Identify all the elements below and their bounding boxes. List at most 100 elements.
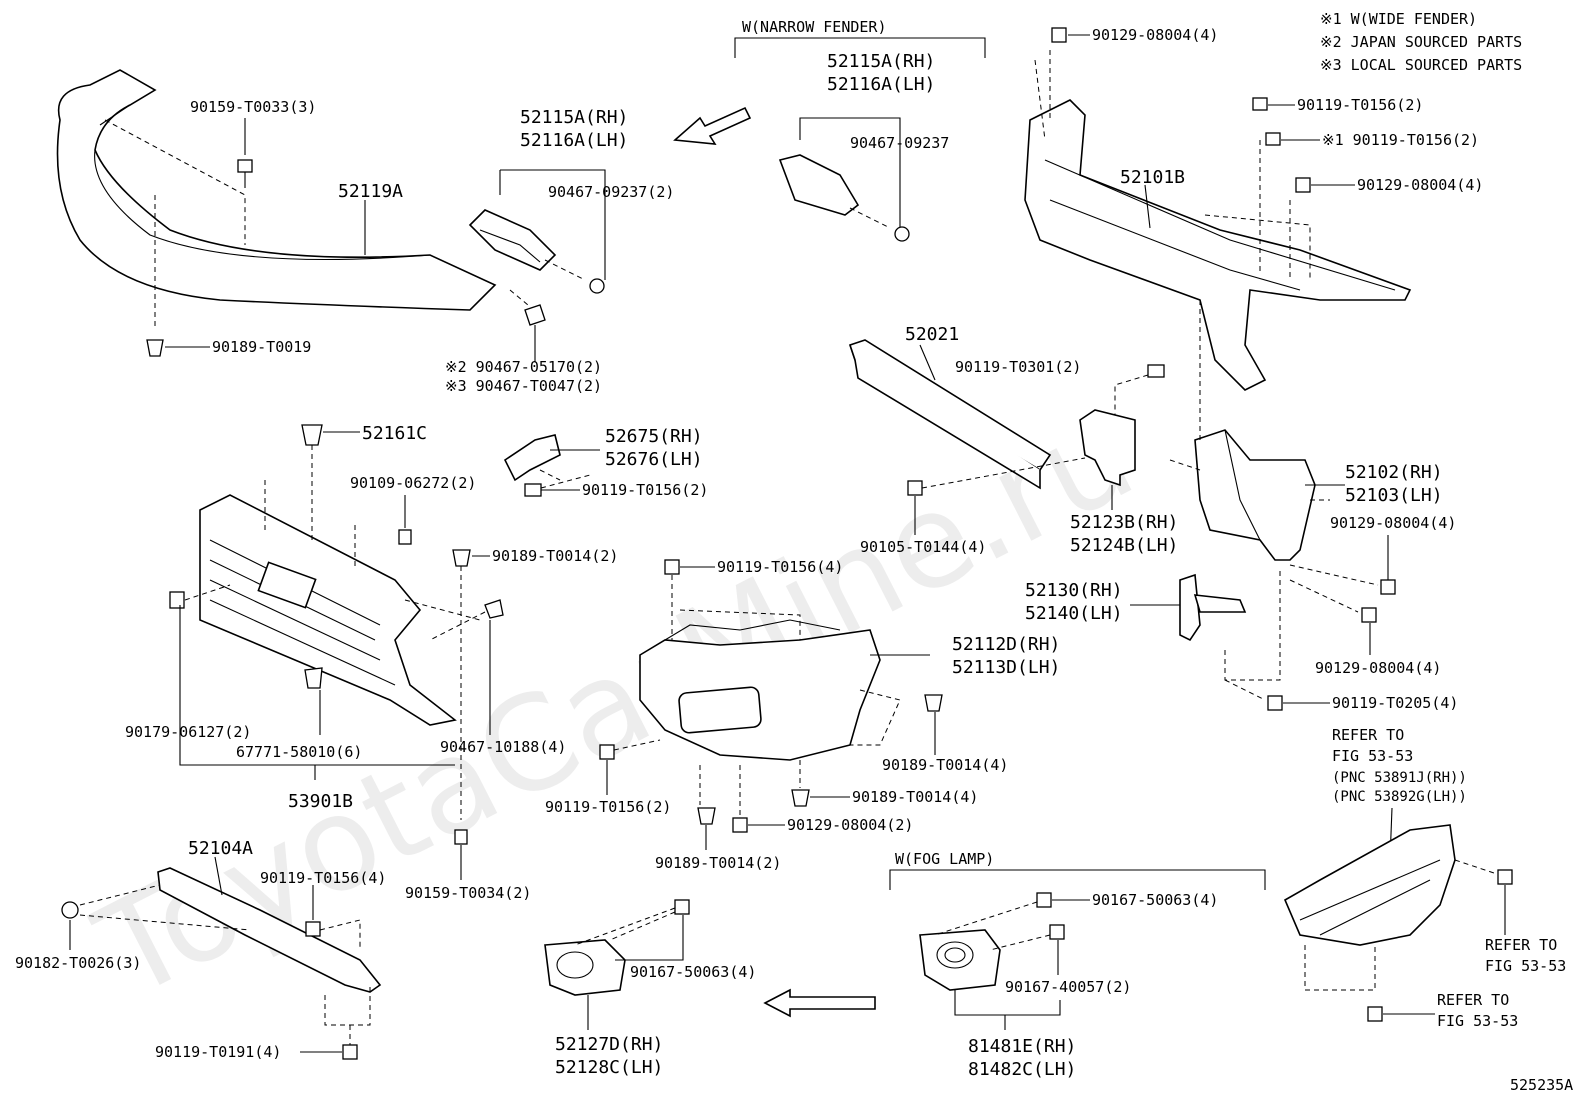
refer-a-pnc-rh[interactable]: (PNC 53891J(RH)) <box>1332 770 1467 786</box>
label-90119-t0301[interactable]: 90119-T0301(2) <box>955 358 1081 376</box>
label-90109-06272[interactable]: 90109-06272(2) <box>350 474 476 492</box>
label-81481e[interactable]: 81481E(RH) <box>968 1036 1076 1057</box>
label-90129-08004-b[interactable]: 90129-08004(4) <box>1357 176 1483 194</box>
label-52101b[interactable]: 52101B <box>1120 167 1185 188</box>
bolt-90119-t0156-e-icon <box>599 744 615 760</box>
label-90189-t0014-a[interactable]: 90189-T0014(2) <box>492 547 618 565</box>
bolt-90159-t0034-icon <box>454 829 468 845</box>
arrow-left-icon <box>673 106 752 145</box>
refer-a-line1[interactable]: REFER TO <box>1332 726 1404 744</box>
label-52112d[interactable]: 52112D(RH) <box>952 634 1060 655</box>
label-52130[interactable]: 52130(RH) <box>1025 580 1123 601</box>
label-52115a-right[interactable]: 52115A(RH) <box>827 51 935 72</box>
label-90119-t0205[interactable]: 90119-T0205(4) <box>1332 694 1458 712</box>
label-90119-t0156-f[interactable]: 90119-T0156(4) <box>260 869 386 887</box>
nut-90179-06127-icon <box>169 591 185 609</box>
label-90467-t0047[interactable]: ※3 90467-T0047(2) <box>445 377 602 395</box>
label-90119-t0156-c[interactable]: 90119-T0156(2) <box>582 481 708 499</box>
group-narrow-fender: W(NARROW FENDER) <box>742 18 887 36</box>
label-52116a-right[interactable]: 52116A(LH) <box>827 74 935 95</box>
label-52128c[interactable]: 52128C(LH) <box>555 1057 663 1078</box>
label-52119a[interactable]: 52119A <box>338 181 403 202</box>
label-90129-08004-top[interactable]: 90129-08004(4) <box>1092 26 1218 44</box>
label-90159-t0034[interactable]: 90159-T0034(2) <box>405 884 531 902</box>
label-53901b[interactable]: 53901B <box>288 791 353 812</box>
label-52161c[interactable]: 52161C <box>362 423 427 444</box>
label-52127d[interactable]: 52127D(RH) <box>555 1034 663 1055</box>
label-90119-t0156-e[interactable]: 90119-T0156(2) <box>545 798 671 816</box>
label-90129-08004-e[interactable]: 90129-08004(2) <box>787 816 913 834</box>
label-52140[interactable]: 52140(LH) <box>1025 603 1123 624</box>
bolt-90167-50063-b-icon <box>1036 892 1052 908</box>
label-90167-50063-b[interactable]: 90167-50063(4) <box>1092 891 1218 909</box>
label-90467-05170[interactable]: ※2 90467-05170(2) <box>445 358 602 376</box>
label-90167-50063-a[interactable]: 90167-50063(4) <box>630 963 756 981</box>
label-52104a[interactable]: 52104A <box>188 838 253 859</box>
label-90119-t0156-d[interactable]: 90119-T0156(4) <box>717 558 843 576</box>
label-67771-58010[interactable]: 67771-58010(6) <box>236 743 362 761</box>
label-90119-t0156-a[interactable]: 90119-T0156(2) <box>1297 96 1423 114</box>
bolt-90119-t0301-icon <box>1147 364 1165 378</box>
refer-b-line2[interactable]: FIG 53-53 <box>1485 957 1566 975</box>
label-90119-t0156-b[interactable]: ※1 90119-T0156(2) <box>1322 131 1479 149</box>
figure-code: 525235A <box>1510 1076 1573 1094</box>
refer-a-line2[interactable]: FIG 53-53 <box>1332 747 1413 765</box>
label-90182-t0026[interactable]: 90182-T0026(3) <box>15 954 141 972</box>
fog-cover-81481e-part <box>919 929 1001 991</box>
label-90189-t0019[interactable]: 90189-T0019 <box>212 338 311 356</box>
label-90105-t0144[interactable]: 90105-T0144(4) <box>860 538 986 556</box>
label-90189-t0014-c[interactable]: 90189-T0014(4) <box>852 788 978 806</box>
label-90129-08004-d[interactable]: 90129-08004(4) <box>1315 659 1441 677</box>
bolt-refer-b-icon <box>1497 869 1513 885</box>
group-fog-lamp: W(FOG LAMP) <box>895 850 994 868</box>
bolt-90119-t0156-b-icon <box>1265 132 1281 146</box>
bracket-52675-part <box>503 434 561 482</box>
label-90467-09237-2[interactable]: 90467-09237(2) <box>548 183 674 201</box>
note-wide-fender: ※1 W(WIDE FENDER) <box>1320 10 1477 28</box>
label-52113d[interactable]: 52113D(LH) <box>952 657 1060 678</box>
refer-a-pnc-lh[interactable]: (PNC 53892G(LH)) <box>1332 789 1467 805</box>
label-52123b[interactable]: 52123B(RH) <box>1070 512 1178 533</box>
label-52102[interactable]: 52102(RH) <box>1345 462 1443 483</box>
support-52102-part <box>1194 429 1316 561</box>
clip-90189-t0014-c-icon <box>791 789 810 807</box>
bolt-90119-t0156-a-icon <box>1252 97 1268 111</box>
label-90467-10188[interactable]: 90467-10188(4) <box>440 738 566 756</box>
label-90189-t0014-d[interactable]: 90189-T0014(2) <box>655 854 781 872</box>
label-52676[interactable]: 52676(LH) <box>605 449 703 470</box>
label-90179-06127[interactable]: 90179-06127(2) <box>125 723 251 741</box>
refer-c-line1[interactable]: REFER TO <box>1437 991 1509 1009</box>
refer-c-line2[interactable]: FIG 53-53 <box>1437 1012 1518 1030</box>
bolt-90129-08004-c-icon <box>1380 579 1396 595</box>
label-52124b[interactable]: 52124B(LH) <box>1070 535 1178 556</box>
refer-b-line1[interactable]: REFER TO <box>1485 936 1557 954</box>
bolt-90119-t0156-d-icon <box>664 559 680 575</box>
label-52103[interactable]: 52103(LH) <box>1345 485 1443 506</box>
label-90119-t0191[interactable]: 90119-T0191(4) <box>155 1043 281 1061</box>
label-90189-t0014-b[interactable]: 90189-T0014(4) <box>882 756 1008 774</box>
clip-90189-t0014-b-icon <box>924 694 943 712</box>
clip-52161c-icon <box>301 424 323 446</box>
label-52116a-left[interactable]: 52116A(LH) <box>520 130 628 151</box>
bolt-90167-40057-icon <box>1049 924 1065 940</box>
clip-90189-t0014-d-icon <box>697 807 716 825</box>
label-90467-09237[interactable]: 90467-09237 <box>850 134 949 152</box>
label-81482c[interactable]: 81482C(LH) <box>968 1059 1076 1080</box>
screw-90467-09237-icon <box>589 278 605 294</box>
screw-90467-09237-right-icon <box>894 226 910 242</box>
label-90159-t0033[interactable]: 90159-T0033(3) <box>190 98 316 116</box>
bolt-90167-50063-a-icon <box>674 899 690 915</box>
label-52115a-left[interactable]: 52115A(RH) <box>520 107 628 128</box>
bracket-52115a-left-part <box>468 209 557 271</box>
label-52021[interactable]: 52021 <box>905 324 959 345</box>
reinforcement-52101b-part <box>1024 99 1412 391</box>
clip-90189-t0014-a-icon <box>452 549 471 567</box>
mudguard-part <box>1283 824 1456 946</box>
label-90167-40057[interactable]: 90167-40057(2) <box>1005 978 1131 996</box>
bolt-90129-08004-top-icon <box>1051 27 1067 43</box>
bracket-52130-part <box>1179 573 1247 642</box>
bolt-90119-t0156-f-icon <box>305 921 321 937</box>
bumper-end-52112d-part <box>639 619 881 761</box>
label-90129-08004-c[interactable]: 90129-08004(4) <box>1330 514 1456 532</box>
label-52675[interactable]: 52675(RH) <box>605 426 703 447</box>
